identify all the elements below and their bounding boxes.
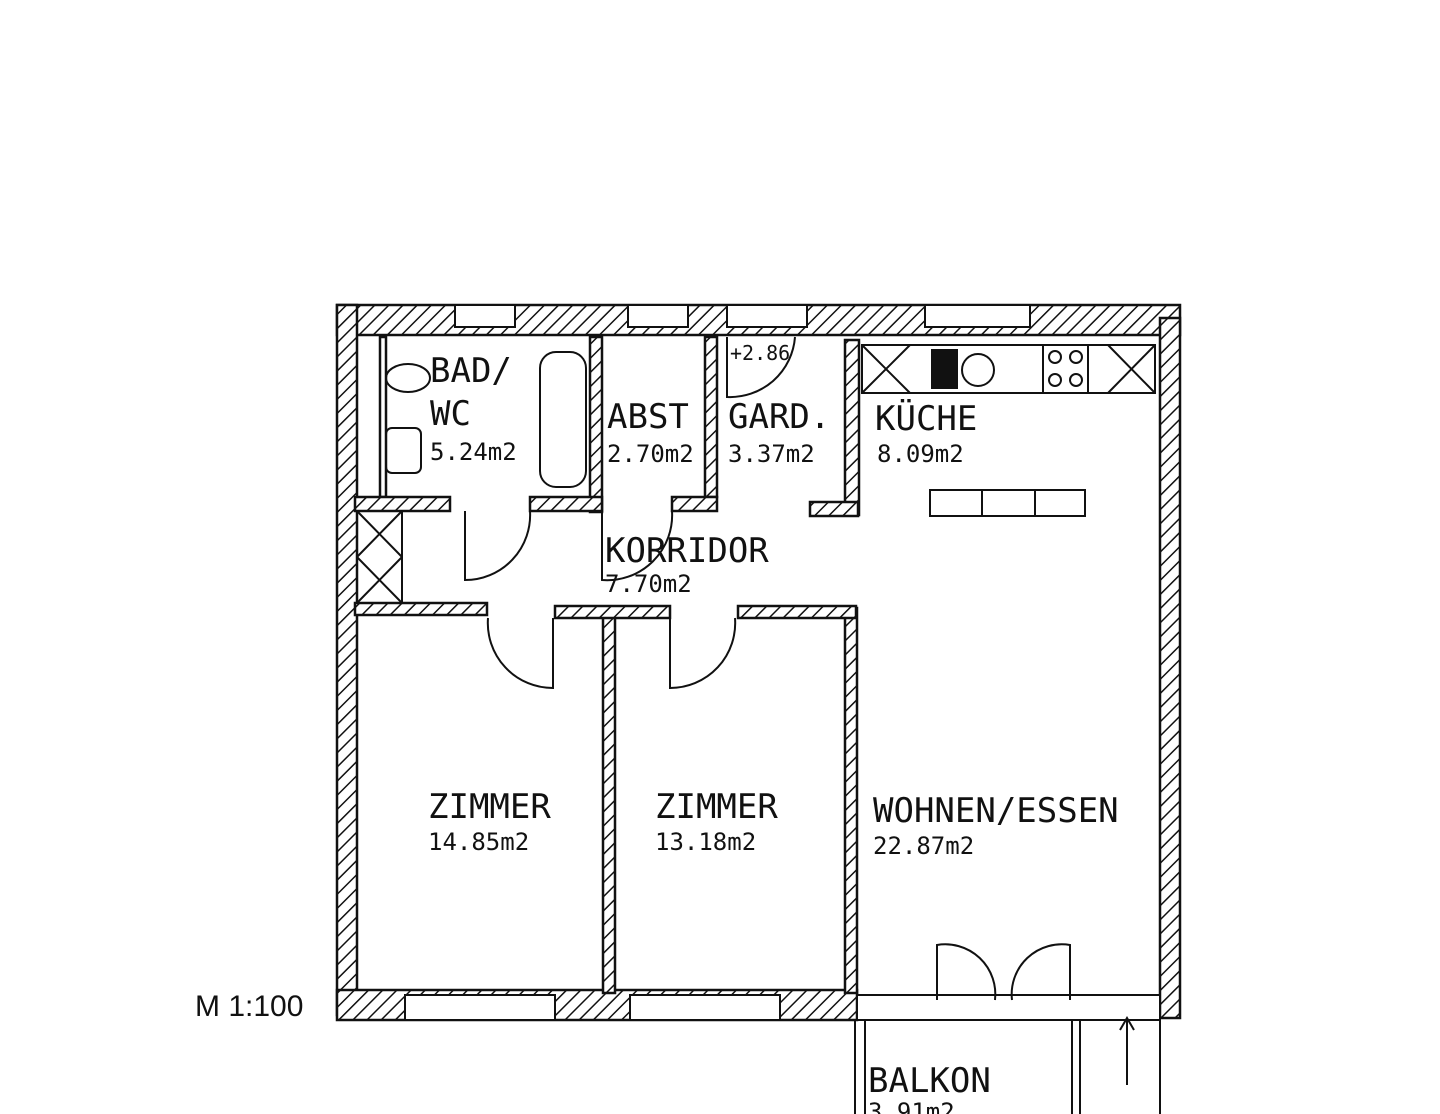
fixtures xyxy=(356,344,1156,604)
room-area: 5.24m2 xyxy=(430,438,517,466)
stove-icon xyxy=(1042,344,1089,394)
balcony xyxy=(854,1016,1161,1114)
room-name: ZIMMER xyxy=(655,787,778,827)
height-mark: +2.86 xyxy=(730,341,790,365)
room-name: KORRIDOR xyxy=(605,531,769,571)
windows xyxy=(404,304,1161,1021)
sink-icon xyxy=(385,427,422,474)
room-area: 7.70m2 xyxy=(605,570,692,598)
closet xyxy=(356,510,403,604)
room-area: 3.37m2 xyxy=(728,440,815,468)
room-name: WC xyxy=(430,394,471,434)
kitchen-island xyxy=(929,489,1086,517)
room-area: 13.18m2 xyxy=(655,828,756,856)
bathtub-icon xyxy=(539,351,587,488)
room-area: 8.09m2 xyxy=(877,440,964,468)
room-name: KÜCHE xyxy=(875,398,977,439)
room-labels: BAD/ WC 5.24m2 ABST 2.70m2 GARD. 3.37m2 … xyxy=(428,341,1119,1114)
room-name: ZIMMER xyxy=(428,787,551,827)
room-name: GARD. xyxy=(728,397,830,437)
kitchen-counter xyxy=(861,344,1156,394)
room-name: WOHNEN/ESSEN xyxy=(873,791,1119,831)
scale-label: M 1:100 xyxy=(195,990,304,1023)
room-name: BAD/ xyxy=(430,351,512,391)
room-area: 3.91m2 xyxy=(868,1098,955,1114)
doors xyxy=(464,336,1071,1001)
room-area: 14.85m2 xyxy=(428,828,529,856)
room-area: 22.87m2 xyxy=(873,832,974,860)
toilet-icon xyxy=(385,363,431,393)
room-name: BALKON xyxy=(868,1061,991,1101)
sink-basin-icon xyxy=(931,349,958,389)
room-name: ABST xyxy=(607,397,689,437)
room-area: 2.70m2 xyxy=(607,440,694,468)
